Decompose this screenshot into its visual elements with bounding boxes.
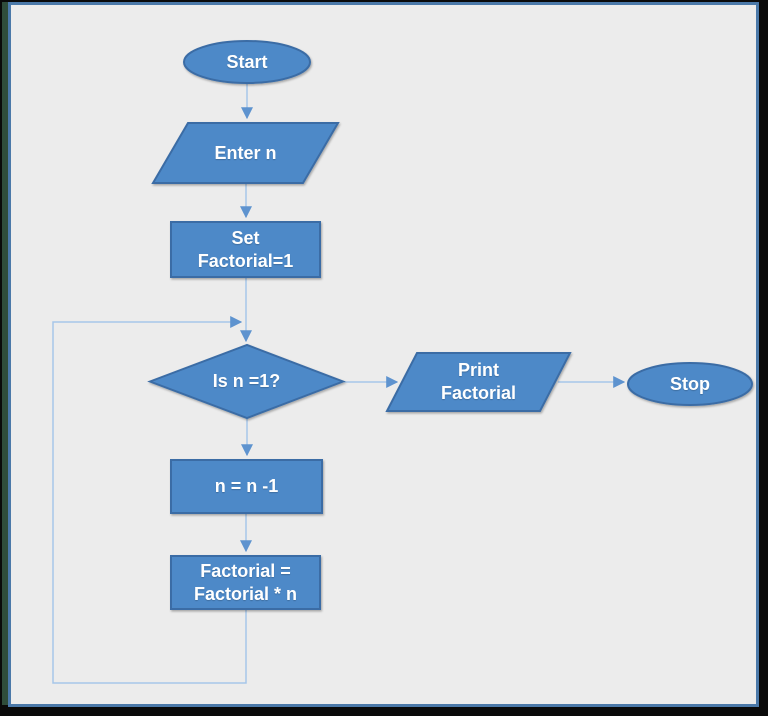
enter-n-input-shape (151, 122, 340, 184)
shape-group (147, 40, 753, 610)
set-factorial-process-shape (170, 221, 321, 278)
connector-loop-back (52, 316, 247, 684)
decision-diamond-shape (147, 343, 346, 420)
print-factorial-output-shape (385, 352, 572, 412)
connector-group (52, 83, 626, 684)
slide-background (8, 2, 759, 707)
frame-left-green-strip (2, 2, 8, 705)
multiply-factorial-process-shape (170, 555, 321, 610)
decrement-n-process-shape (170, 459, 323, 514)
start-terminator-shape (183, 40, 311, 84)
stop-terminator-shape (627, 362, 753, 406)
